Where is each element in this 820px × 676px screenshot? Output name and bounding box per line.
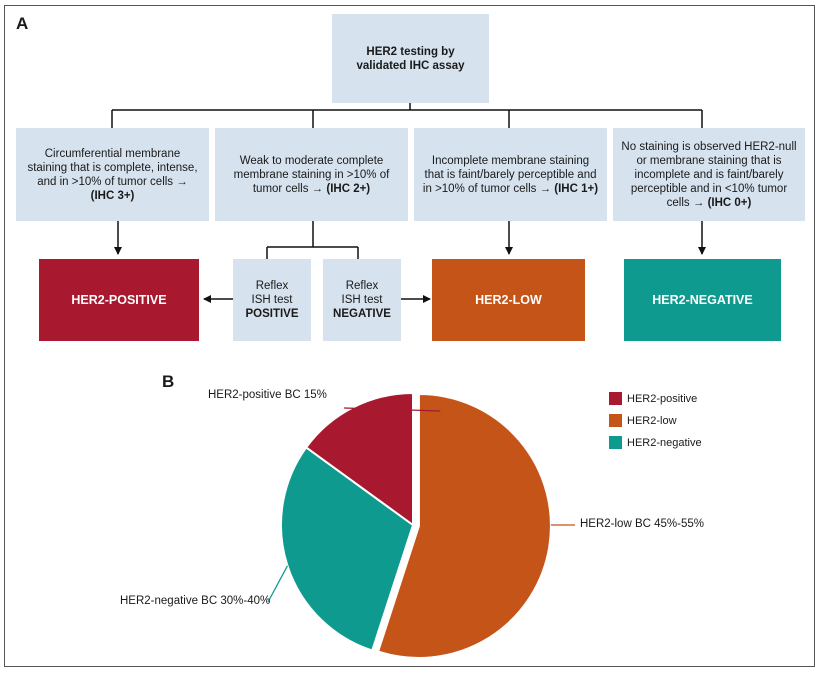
criteria-box-ihc0: No staining is observed HER2-null or mem… — [613, 128, 805, 221]
reflex-ish-negative-box: Reflex ISH test NEGATIVE — [323, 259, 401, 341]
pie-slice-her2-low — [376, 392, 552, 659]
pie-slice-her2-negative — [280, 446, 415, 652]
leader-line-her2-positive — [343, 407, 441, 412]
legend-label: HER2-positive — [627, 392, 698, 405]
criteria-ihc3-text: Circumferential membrane staining that i… — [27, 147, 198, 188]
data-label-her2-negative: HER2-negative BC 30%-40% — [120, 595, 271, 607]
reflex-positive-text: Reflex ISH test — [251, 280, 293, 306]
criteria-ihc2-score: (IHC 2+) — [326, 182, 371, 195]
outcome-her2-negative: HER2-NEGATIVE — [624, 259, 781, 341]
panel-b-letter: B — [162, 372, 175, 391]
criteria-ihc0-text: No staining is observed HER2-null or mem… — [621, 140, 797, 209]
criteria-box-ihc1: Incomplete membrane staining that is fai… — [414, 128, 607, 221]
criteria-ihc1-score: (IHC 1+) — [554, 182, 599, 195]
criteria-box-ihc3: Circumferential membrane staining that i… — [16, 128, 209, 221]
leader-line-her2-negative — [267, 565, 289, 603]
legend-label: HER2-negative — [627, 436, 702, 449]
ihc-assay-box: HER2 testing by validated IHC assay — [332, 14, 489, 103]
reflex-positive-result: POSITIVE — [245, 308, 299, 320]
ihc-assay-label: HER2 testing by validated IHC assay — [356, 45, 465, 72]
criteria-ihc1-text: Incomplete membrane staining that is fai… — [422, 154, 597, 195]
legend-item-her2-positive: HER2-positive — [609, 392, 697, 405]
outcome-her2-positive: HER2-POSITIVE — [39, 259, 199, 341]
legend-item-her2-negative: HER2-negative — [609, 436, 702, 449]
reflex-ish-positive-box: Reflex ISH test POSITIVE — [233, 259, 311, 341]
outcome-positive-label: HER2-POSITIVE — [71, 293, 167, 307]
pie-slice-her2-positive — [304, 391, 414, 527]
legend-swatch — [609, 436, 622, 449]
legend-item-her2-low: HER2-low — [609, 414, 677, 427]
criteria-box-ihc2: Weak to moderate complete membrane stain… — [215, 128, 408, 221]
figure-frame — [4, 5, 815, 667]
outcome-her2-low: HER2-LOW — [432, 259, 585, 341]
panel-a-letter: A — [16, 14, 29, 33]
criteria-ihc2-text: Weak to moderate complete membrane stain… — [233, 154, 390, 195]
reflex-negative-result: NEGATIVE — [333, 308, 391, 320]
data-label-her2-positive: HER2-positive BC 15% — [208, 389, 327, 401]
reflex-negative-text: Reflex ISH test — [341, 280, 383, 306]
criteria-ihc0-score: (IHC 0+) — [707, 196, 752, 209]
outcome-low-label: HER2-LOW — [475, 293, 542, 307]
data-label-her2-low: HER2-low BC 45%-55% — [580, 518, 704, 530]
legend-label: HER2-low — [627, 414, 677, 427]
legend-swatch — [609, 392, 622, 405]
legend-swatch — [609, 414, 622, 427]
outcome-negative-label: HER2-NEGATIVE — [652, 293, 753, 307]
criteria-ihc3-score: (IHC 3+) — [90, 189, 135, 202]
